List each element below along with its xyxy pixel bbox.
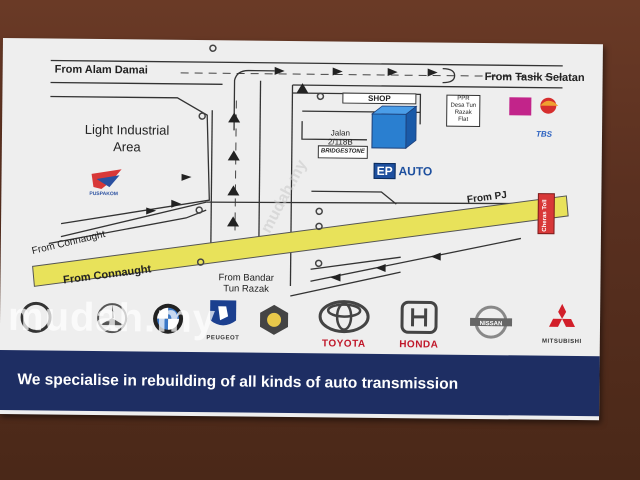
label-from-alam-damai: From Alam Damai [54, 63, 148, 77]
ep-auto-label: EP AUTO [373, 162, 433, 180]
label-jalan: Jalan 2/118B [328, 128, 353, 146]
brand-logos-row: PEUGEOT TOYOTA HONDA NISSAN MITSUBISHI [0, 290, 600, 352]
area-text: Area [113, 139, 141, 155]
honda-logo: HONDA [384, 300, 455, 351]
business-card: From Alam Damai From Tasik Selatan Light… [0, 38, 603, 421]
nissan-text: NISSAN [480, 321, 503, 327]
mitsubishi-logo: MITSUBISHI [536, 302, 588, 346]
bmw-logo [148, 302, 188, 341]
mitsubishi-text: MITSUBISHI [541, 338, 582, 346]
shop-box: SHOP [342, 92, 417, 105]
auto-text: AUTO [398, 164, 433, 179]
light-industrial-text: Light Industrial [84, 121, 170, 138]
tagline-banner: We specialise in rebuilding of all kinds… [0, 349, 600, 417]
from-bandar-text: From Bandar [218, 272, 274, 284]
toyota-text: TOYOTA [321, 338, 366, 350]
honda-text: HONDA [399, 339, 439, 351]
location-map [32, 44, 569, 297]
volvo-logo [14, 300, 58, 339]
jalan-text: Jalan [330, 128, 351, 138]
ppr-flat-box: PPR Desa Tun Razak Flat [446, 94, 481, 128]
cheras-toll-label: Cheras Toll [542, 199, 549, 232]
watermark-large: mudah.my [7, 294, 217, 342]
puspakom-logo-text: PUSPAKOM [89, 190, 118, 198]
label-light-industrial-area: Light Industrial Area [62, 121, 192, 156]
ep-badge: EP [373, 162, 396, 180]
toyota-logo: TOYOTA [312, 299, 377, 350]
proton-logo [256, 303, 292, 342]
tbs-logo-text: TBS [535, 129, 553, 139]
peugeot-logo: PEUGEOT [200, 298, 246, 341]
bridgestone-box: BRIDGESTONE [317, 145, 368, 159]
nissan-logo: NISSAN [466, 305, 516, 345]
mercedes-logo [92, 301, 132, 340]
label-from-tasik-selatan: From Tasik Selatan [484, 71, 585, 85]
